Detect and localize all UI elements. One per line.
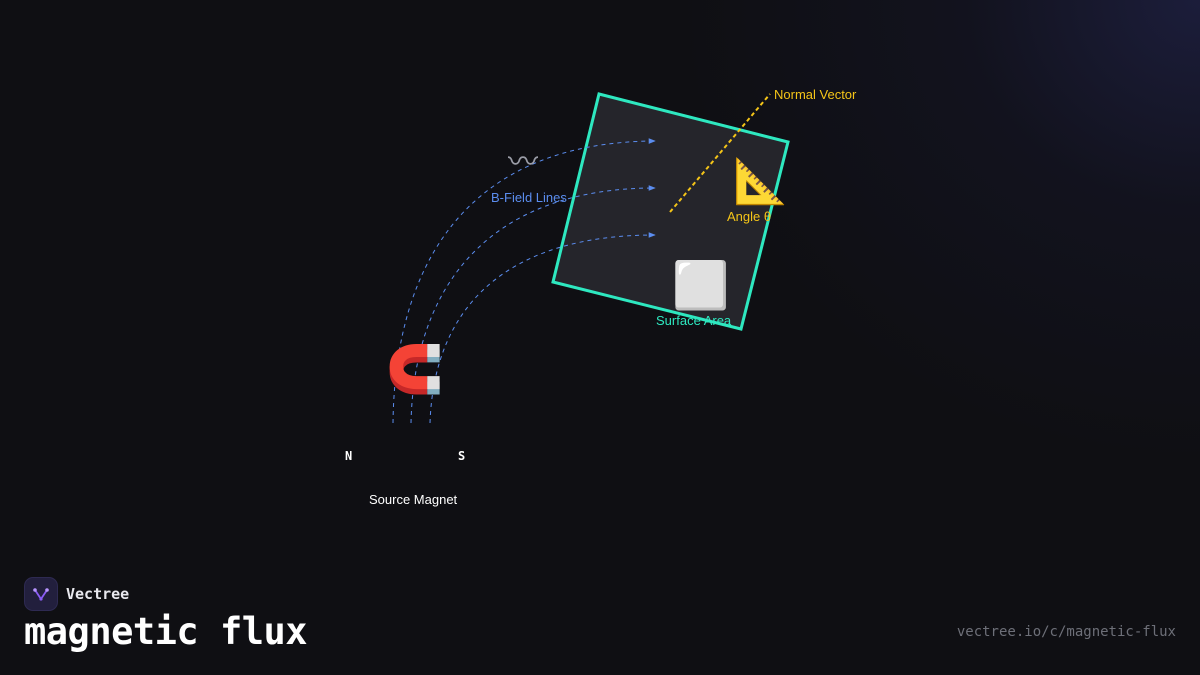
field-line-3 <box>429 232 656 424</box>
brand: Vectree <box>24 577 129 611</box>
normal-vector-label: Normal Vector <box>774 87 857 102</box>
field-line-2 <box>410 185 656 424</box>
page-title: magnetic flux <box>24 610 308 653</box>
surface-area-label: Surface Area <box>656 313 732 328</box>
page-url: vectree.io/c/magnetic-flux <box>956 624 1176 640</box>
source-magnet-label: Source Magnet <box>369 492 458 507</box>
wavy-line-icon: 〰 <box>508 145 538 180</box>
angle-label: Angle θ <box>727 209 772 224</box>
north-pole-label: N <box>345 449 353 463</box>
field-line-1 <box>392 138 656 424</box>
brand-name: Vectree <box>66 585 130 603</box>
vectree-logo-icon <box>24 577 58 611</box>
magnet-icon: 🧲 <box>386 342 444 396</box>
white-square-icon: ⬜ <box>672 258 730 312</box>
normal-vector-line <box>669 93 771 213</box>
south-pole-label: S <box>458 449 466 463</box>
field-lines-label: B-Field Lines <box>491 190 567 205</box>
triangular-ruler-icon: 📐 <box>733 156 788 207</box>
